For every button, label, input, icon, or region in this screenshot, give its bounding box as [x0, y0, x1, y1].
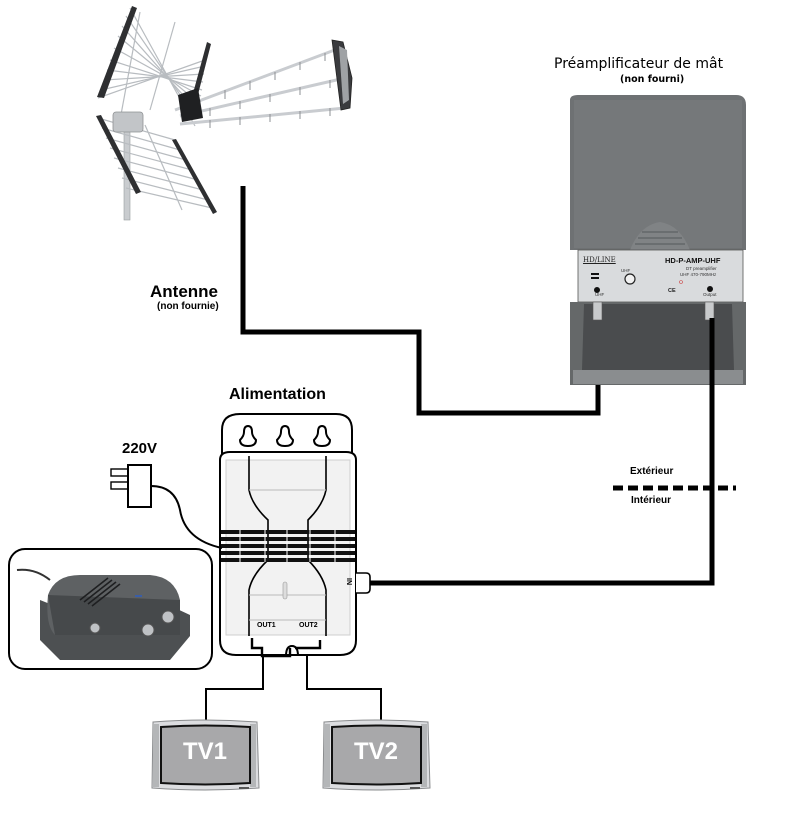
cable-preamp-to-power-supply [368, 318, 715, 586]
antenna-subtitle: (non fournie) [157, 301, 219, 312]
tv1-image [151, 719, 260, 791]
preamp-title: Préamplificateur de mât [554, 56, 724, 72]
in-label: IN [345, 578, 352, 585]
power-supply-photo-inset [8, 548, 213, 670]
preamp-subtitle: (non fourni) [620, 74, 685, 85]
out1-label: OUT1 [257, 622, 276, 629]
voltage-label: 220V [122, 440, 158, 457]
cable-out1-to-tv1 [205, 655, 264, 722]
antenna-image [96, 6, 353, 221]
preamp-brand: HD/LINE [583, 256, 616, 264]
inside-label: Intérieur [631, 495, 672, 506]
power-supply-diagram [219, 413, 371, 658]
preamp-cert-label: CE [668, 288, 676, 294]
cable-out2-to-tv2 [306, 655, 382, 722]
cable-antenna-to-preamp [240, 186, 601, 416]
power-plug-icon [110, 464, 223, 549]
antenna-title: Antenne [150, 282, 218, 301]
preamp-input-label: UHF [595, 292, 605, 297]
tv2-image [322, 719, 431, 791]
preamp-output-label: Output [703, 292, 717, 297]
out2-label: OUT2 [299, 622, 318, 629]
preamp-band-label: UHF [621, 268, 631, 273]
preamp-model: HD-P-AMP-UHF [665, 256, 721, 265]
preamplifier-image [570, 95, 746, 385]
power-supply-title: Alimentation [229, 386, 326, 403]
outside-label: Extérieur [630, 466, 674, 477]
preamp-desc-line2: UHF 470-790MHz [680, 272, 717, 277]
tv2-label: TV2 [354, 738, 399, 765]
preamp-desc-line1: DT preamplifier [686, 266, 717, 271]
tv1-label: TV1 [183, 738, 228, 765]
